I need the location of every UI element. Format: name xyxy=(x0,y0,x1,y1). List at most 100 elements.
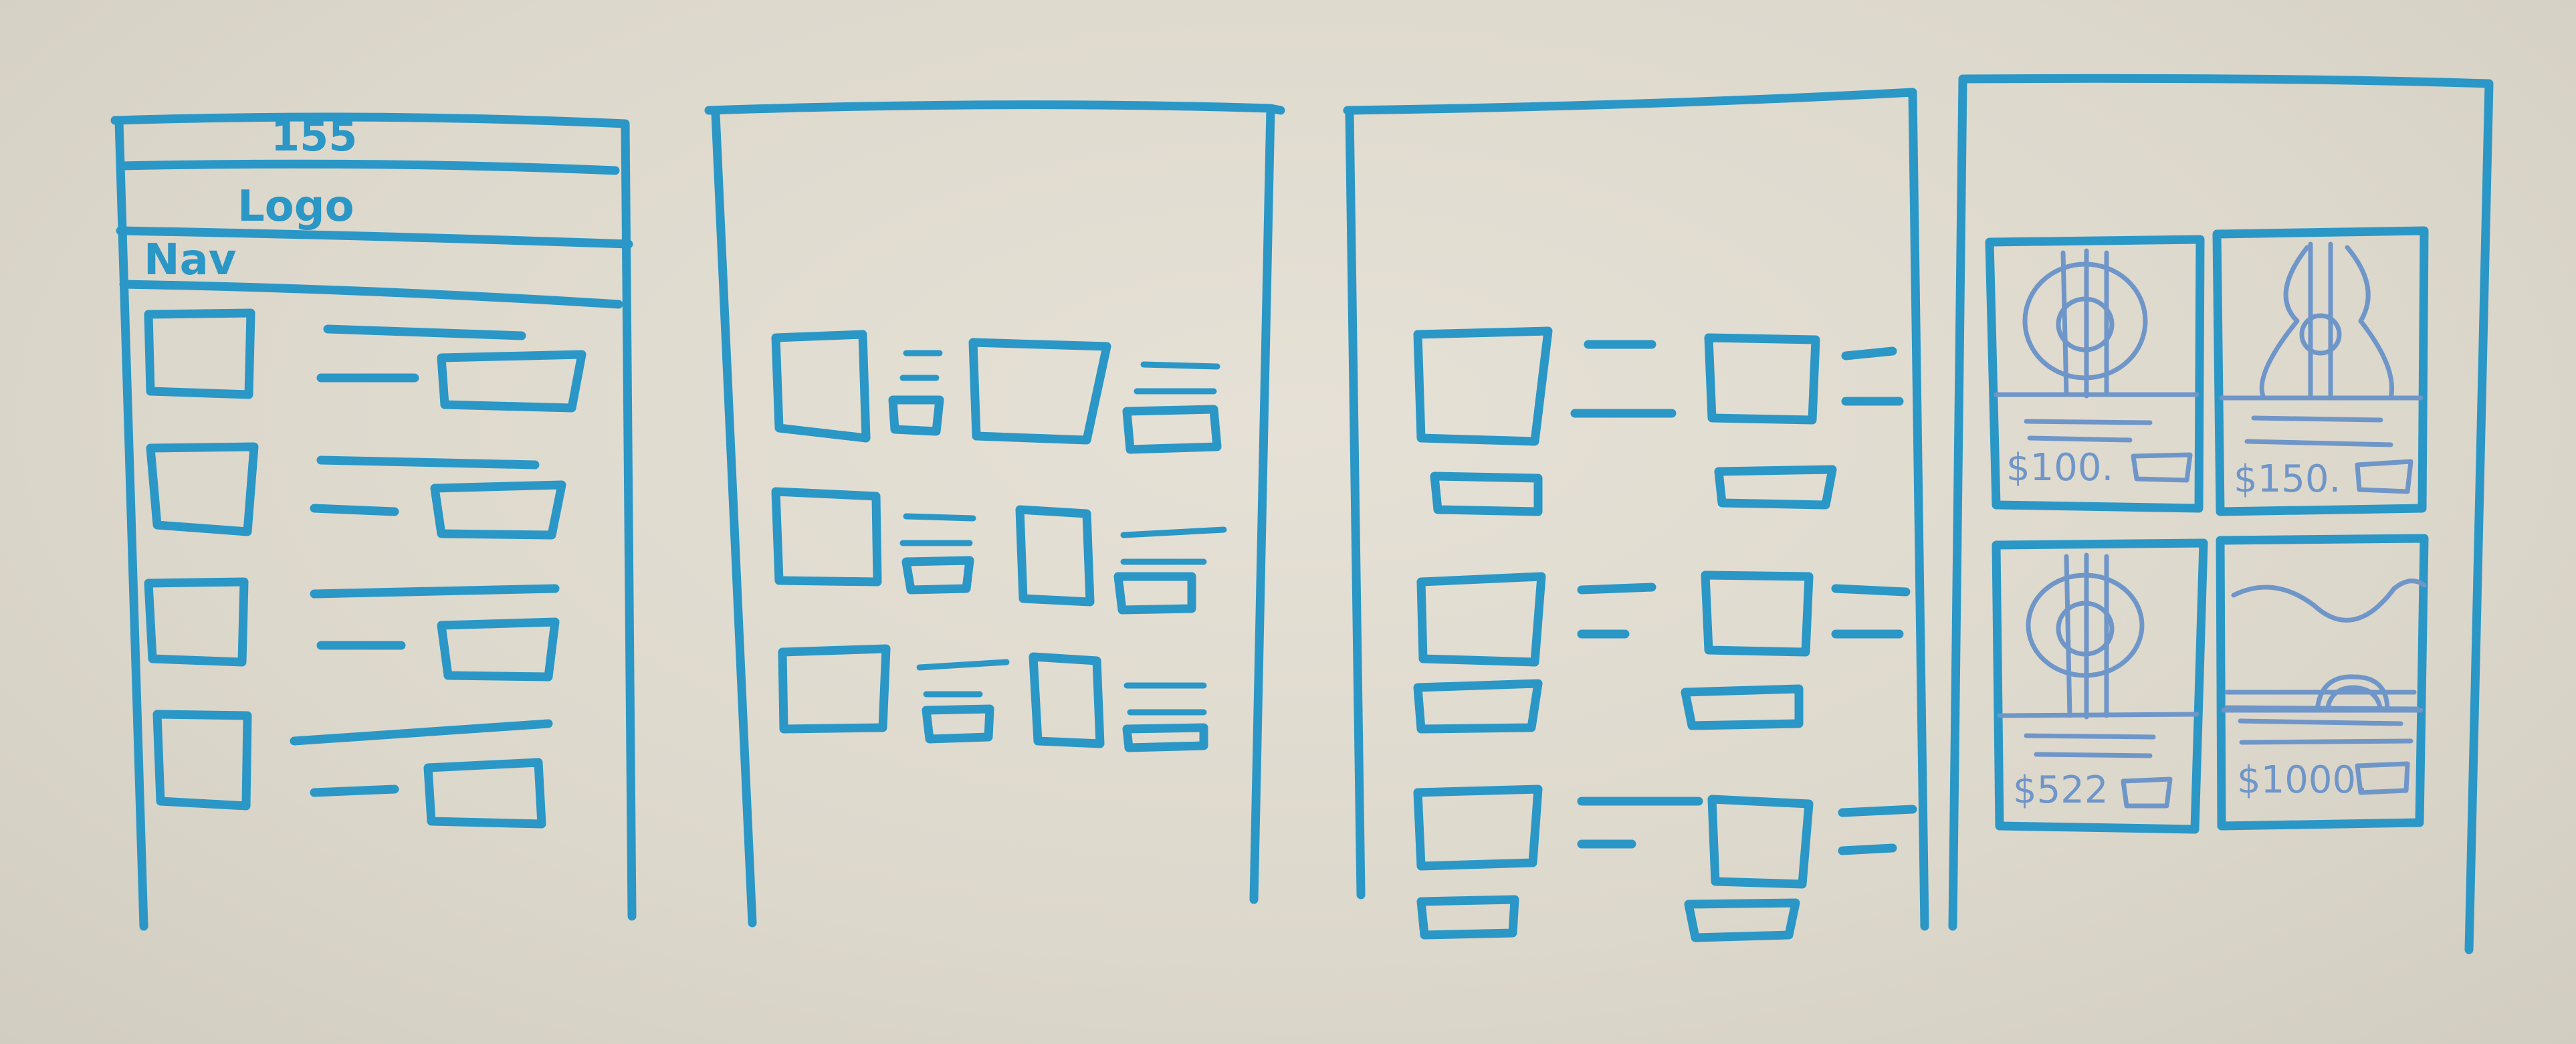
mockup-2-row xyxy=(778,644,1208,752)
mockup-3 xyxy=(1343,88,1929,942)
mockup-1-row xyxy=(152,710,553,829)
text-line xyxy=(1577,583,1656,595)
text-line xyxy=(2238,718,2403,726)
text-line xyxy=(1831,584,1911,597)
product-card-frame xyxy=(2212,226,2429,516)
button-placeholder xyxy=(437,617,560,682)
image-placeholder xyxy=(1701,570,1814,657)
button-placeholder xyxy=(1416,895,1519,940)
product-card-frame xyxy=(2216,534,2429,831)
mockup-3-row xyxy=(1413,785,1917,942)
mockup-2-row xyxy=(771,330,1222,454)
button-placeholder xyxy=(1714,465,1837,510)
mockup-1-header-divider-3 xyxy=(119,280,623,309)
image-placeholder xyxy=(1015,505,1095,607)
text-line xyxy=(316,455,540,469)
product-card-frame xyxy=(1992,538,2208,834)
guitar-front-icon xyxy=(2026,552,2145,720)
image-placeholder xyxy=(771,487,882,587)
text-line xyxy=(310,504,399,516)
image-placeholder xyxy=(968,338,1111,445)
button-placeholder xyxy=(888,395,944,436)
add-to-cart-button[interactable] xyxy=(2121,776,2173,809)
text-line xyxy=(290,719,553,746)
button-placeholder xyxy=(437,350,586,413)
mockup-1-row xyxy=(144,308,586,413)
image-placeholder xyxy=(1413,785,1543,871)
mockup-1-header-divider-2 xyxy=(116,226,633,249)
image-placeholder xyxy=(1707,795,1814,889)
mockup-4: $100. $150. xyxy=(1948,74,2494,954)
image-placeholder xyxy=(771,330,871,443)
product-price: $1000. xyxy=(2237,758,2368,802)
product-card-frame xyxy=(1985,235,2205,513)
text-line xyxy=(2244,439,2393,447)
image-placeholder xyxy=(144,308,255,399)
product-price: $150. xyxy=(2234,457,2341,501)
button-placeholder xyxy=(430,480,566,540)
button-placeholder xyxy=(423,758,546,829)
text-line xyxy=(1140,361,1220,370)
button-placeholder xyxy=(1681,684,1804,730)
product-price: $100. xyxy=(2006,446,2113,490)
mockup-1-top-text: 155 xyxy=(271,112,357,161)
mockup-3-row xyxy=(1413,570,1911,734)
add-to-cart-button[interactable] xyxy=(2355,459,2413,494)
mockup-1-row xyxy=(146,442,566,540)
text-line xyxy=(2027,435,2133,443)
button-placeholder xyxy=(901,556,974,595)
image-placeholder xyxy=(144,577,249,667)
mockup-2 xyxy=(704,100,1285,928)
text-line xyxy=(323,324,526,340)
product-card[interactable]: $522 xyxy=(1992,538,2208,834)
text-line xyxy=(310,785,399,797)
mockup-2-frame xyxy=(704,100,1275,928)
image-placeholder xyxy=(1416,572,1546,667)
image-placeholder xyxy=(778,644,891,734)
text-line xyxy=(2024,733,2156,740)
guitar-front-icon xyxy=(2022,248,2148,399)
button-placeholder xyxy=(1413,679,1543,734)
add-to-cart-button[interactable] xyxy=(2355,761,2410,795)
mockup-2-frame-edge xyxy=(1266,104,1285,115)
image-placeholder xyxy=(1413,326,1553,446)
card-divider xyxy=(1997,712,2199,718)
button-placeholder xyxy=(1122,723,1208,752)
text-line xyxy=(1838,805,1917,817)
mockup-2-row xyxy=(771,487,1227,615)
text-line xyxy=(2239,738,2413,745)
mockup-1: 155 Logo Nav xyxy=(110,112,637,931)
product-card[interactable]: $1000. xyxy=(2216,534,2429,831)
text-line xyxy=(2024,419,2153,425)
button-placeholder xyxy=(1122,405,1222,454)
mockup-3-row xyxy=(1413,326,1904,516)
image-placeholder xyxy=(1704,333,1820,425)
image-placeholder xyxy=(152,710,252,811)
add-to-cart-button[interactable] xyxy=(2131,452,2193,483)
guitar-body-icon xyxy=(2259,241,2395,401)
product-card[interactable]: $150. xyxy=(2212,226,2429,516)
text-line xyxy=(1841,346,1897,360)
text-line xyxy=(310,584,560,599)
mockup-1-nav-text: Nav xyxy=(144,235,236,285)
button-placeholder xyxy=(922,704,994,744)
text-line xyxy=(1838,843,1897,855)
product-card[interactable]: $100. xyxy=(1985,235,2205,513)
amplifier-icon xyxy=(2224,579,2427,713)
image-placeholder xyxy=(1029,652,1105,748)
mockup-3-frame xyxy=(1343,88,1929,931)
mockup-1-frame xyxy=(110,112,637,931)
mockup-1-logo-text: Logo xyxy=(237,182,354,231)
product-price: $522 xyxy=(2013,768,2109,812)
image-placeholder xyxy=(146,442,259,536)
text-line xyxy=(1120,526,1227,538)
button-placeholder xyxy=(1684,898,1800,942)
mockup-4-frame xyxy=(1948,74,2494,954)
mockup-1-row xyxy=(144,577,560,682)
text-line xyxy=(903,513,976,522)
text-line xyxy=(916,659,1010,671)
text-line xyxy=(2251,415,2383,423)
mockup-1-header-divider-1 xyxy=(116,159,620,175)
